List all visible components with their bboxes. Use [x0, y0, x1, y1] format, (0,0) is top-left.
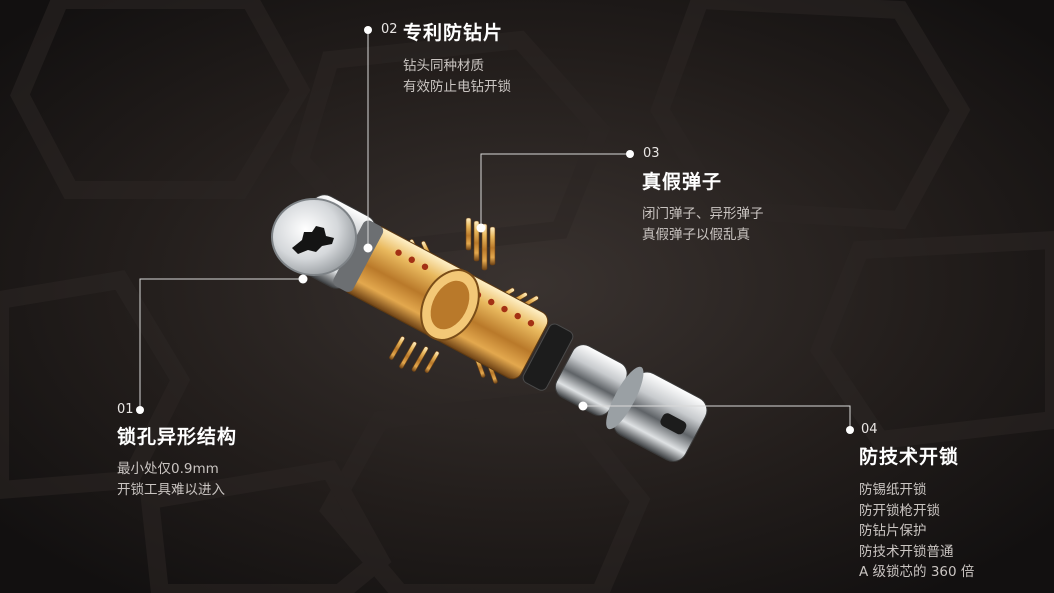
feature-04-line-1: 防锡纸开锁 — [859, 482, 927, 498]
cam-gear — [522, 323, 574, 391]
feature-01-description: 最小处仅0.9mm 开锁工具难以进入 — [117, 459, 225, 500]
feature-02-description: 钻头同种材质 有效防止电钻开锁 — [403, 56, 511, 97]
feature-01-line-2: 开锁工具难以进入 — [117, 481, 225, 498]
dot-04-label — [846, 426, 854, 434]
lock-cylinder-illustration — [271, 194, 708, 462]
dot-02-target — [363, 243, 373, 253]
feature-03-description: 闭门弹子、异形弹子 真假弹子以假乱真 — [642, 204, 764, 245]
feature-01-number: 01 — [117, 402, 134, 417]
feature-02-line-2: 有效防止电钻开锁 — [403, 78, 511, 95]
feature-01-line-1: 最小处仅0.9mm — [117, 461, 219, 477]
dot-03-target — [476, 223, 486, 233]
feature-04-line-3: 防钻片保护 — [859, 523, 927, 539]
feature-04-number: 04 — [861, 422, 878, 437]
feature-03-number: 03 — [643, 146, 660, 161]
dot-02-label — [364, 26, 372, 34]
dot-01-target — [298, 274, 308, 284]
leader-lines — [139, 30, 851, 430]
feature-03-line-2: 真假弹子以假乱真 — [642, 226, 750, 243]
dot-03-label — [626, 150, 634, 158]
leader-line-03 — [480, 153, 630, 228]
feature-04-line-5: A 级锁芯的 360 倍 — [859, 564, 975, 580]
feature-04-description: 防锡纸开锁 防开锁枪开锁 防钻片保护 防技术开锁普通 A 级锁芯的 360 倍 — [859, 480, 974, 583]
keyhole-slot — [292, 226, 334, 254]
feature-03-line-1: 闭门弹子、异形弹子 — [642, 206, 764, 222]
leader-dots — [136, 26, 854, 434]
feature-02-title: 专利防钻片 — [403, 22, 504, 44]
dot-01-label — [136, 406, 144, 414]
feature-03-title: 真假弹子 — [642, 171, 723, 193]
feature-02-line-1: 钻头同种材质 — [403, 58, 484, 74]
feature-04-title: 防技术开锁 — [859, 446, 960, 468]
feature-04-line-4: 防技术开锁普通 — [859, 543, 954, 560]
feature-04-line-2: 防开锁枪开锁 — [859, 502, 940, 519]
dot-04-target — [578, 401, 588, 411]
leader-line-04 — [583, 405, 851, 430]
feature-01-title: 锁孔异形结构 — [117, 426, 238, 448]
feature-02-number: 02 — [381, 22, 398, 37]
leader-line-01 — [139, 278, 303, 410]
